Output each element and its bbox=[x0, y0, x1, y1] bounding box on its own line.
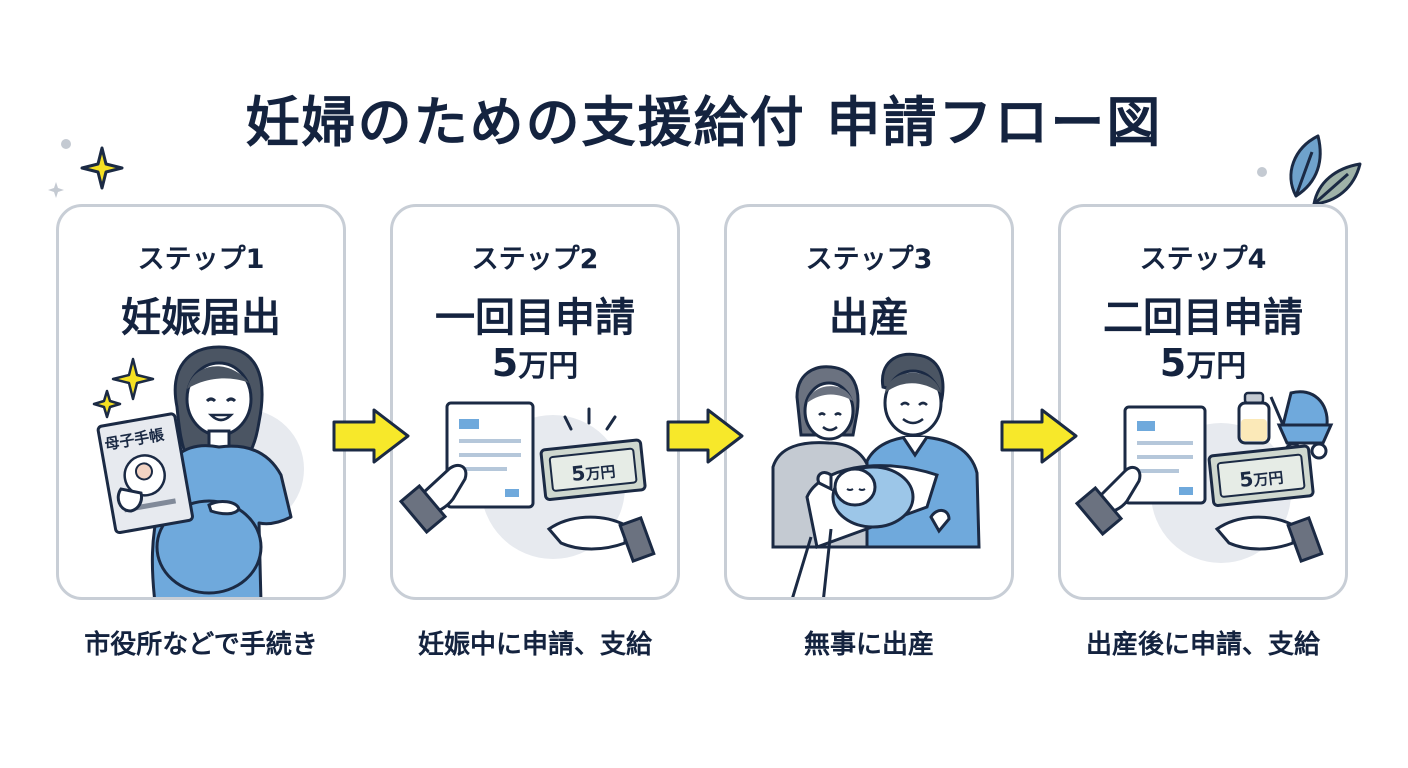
page-title: 妊婦のための支援給付 申請フロー図 bbox=[245, 91, 1163, 154]
bill-unit: 万円 bbox=[584, 463, 617, 484]
step-name: 二回目申請 bbox=[1103, 295, 1303, 341]
step-caption-1: 市役所などで手続き bbox=[84, 630, 318, 660]
document-and-money-illustration: 5 万円 bbox=[398, 401, 656, 564]
giving-hand-icon bbox=[1214, 515, 1295, 551]
step-label: ステップ3 bbox=[805, 244, 933, 275]
step-name: 一回目申請 bbox=[435, 295, 635, 341]
money-bill-icon: 5 万円 bbox=[1207, 444, 1315, 507]
step-label: ステップ4 bbox=[1139, 244, 1267, 275]
bill-amount: 5 bbox=[570, 461, 586, 486]
step-amount: 5万円 bbox=[1159, 341, 1247, 385]
step-name: 出産 bbox=[829, 295, 909, 341]
money-bill-icon: 5 万円 bbox=[539, 438, 647, 501]
family-birth-illustration bbox=[771, 352, 981, 597]
step-amount: 5万円 bbox=[491, 341, 579, 385]
step-card-1: ステップ1 妊娠届出 母子手帳 bbox=[56, 204, 346, 600]
step-caption-3: 無事に出産 bbox=[803, 630, 934, 660]
arrow-right-icon bbox=[666, 408, 744, 464]
bill-amount: 5 bbox=[1238, 467, 1254, 492]
step-card-2: ステップ2 一回目申請 5万円 5 万円 bbox=[390, 204, 680, 600]
sparkle-icon bbox=[48, 139, 124, 198]
document-money-baby-goods-illustration: 5 万円 bbox=[1074, 390, 1334, 564]
step-name: 妊娠届出 bbox=[121, 295, 281, 341]
step-label: ステップ1 bbox=[137, 244, 265, 275]
bill-unit: 万円 bbox=[1252, 469, 1285, 490]
step-caption-2: 妊娠中に申請、支給 bbox=[417, 630, 652, 660]
baby-bottle-icon bbox=[1237, 391, 1271, 445]
arrow-right-icon bbox=[332, 408, 410, 464]
step-caption-4: 出産後に申請、支給 bbox=[1085, 630, 1320, 660]
step-label: ステップ2 bbox=[471, 244, 599, 275]
giving-hand-icon bbox=[546, 515, 627, 551]
step-card-4: ステップ4 二回目申請 5万円 5 万円 bbox=[1058, 204, 1348, 600]
arrow-right-icon bbox=[1000, 408, 1078, 464]
leaf-icon bbox=[1257, 134, 1362, 206]
pregnant-woman-illustration: 母子手帳 bbox=[92, 345, 304, 597]
step-card-3: ステップ3 出産 bbox=[724, 204, 1014, 600]
